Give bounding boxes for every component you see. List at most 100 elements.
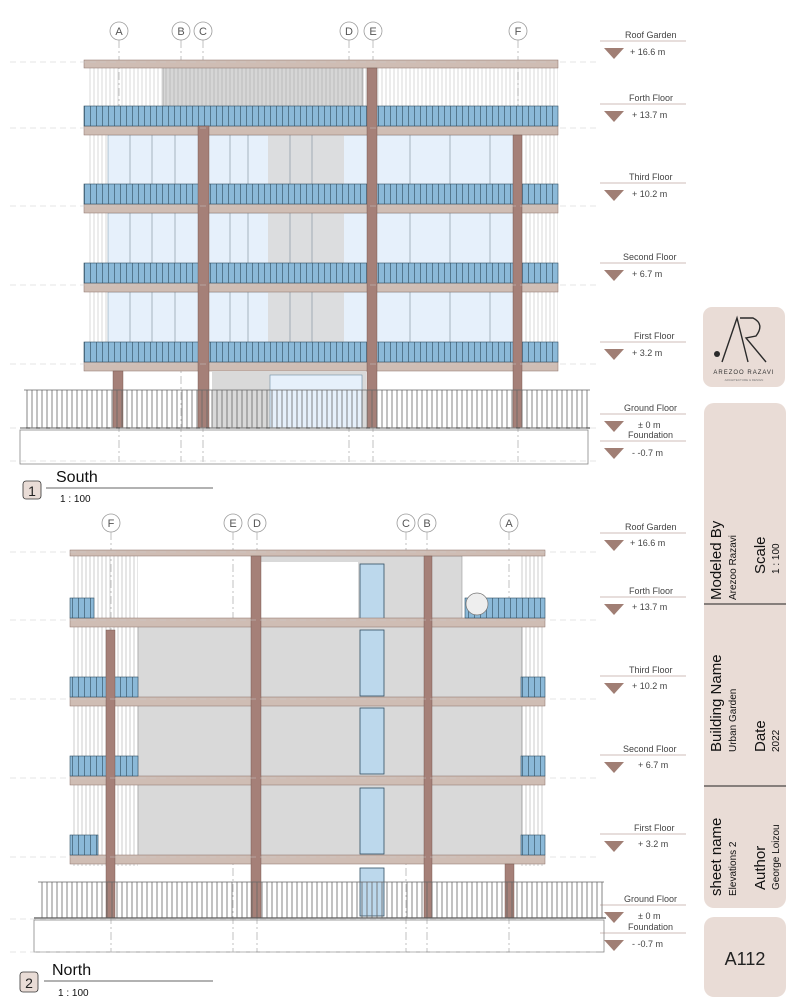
north-grid-bubble — [247, 513, 267, 533]
level-name: Roof Garden — [625, 522, 677, 532]
north-water-tank — [465, 592, 489, 616]
grid-label: B — [423, 518, 430, 530]
north-grid-bubbles — [101, 513, 519, 533]
level-marker — [604, 349, 624, 360]
level-value: + 13.7 m — [632, 602, 667, 612]
south-level-lead-lines — [600, 40, 686, 442]
author-value: George Loizou — [771, 824, 782, 890]
grid-label: E — [229, 518, 236, 530]
logo-text: AREZOO RAZAVI — [713, 370, 774, 376]
level-value: + 6.7 m — [638, 760, 668, 770]
building-name-value: Urban Garden — [728, 689, 739, 752]
north-wall — [137, 619, 523, 861]
date-label: Date — [752, 720, 769, 752]
sheet-number: A112 — [725, 949, 766, 969]
level-name: Second Floor — [623, 744, 677, 754]
logo-dot-icon — [714, 351, 720, 357]
modeled-by-value: Arezoo Razavi — [728, 535, 739, 600]
view-scale: 1 : 100 — [60, 494, 91, 505]
level-marker — [604, 190, 624, 201]
south-fence — [24, 390, 590, 428]
level-value: + 10.2 m — [632, 189, 667, 199]
north-grid-bubble — [417, 513, 437, 533]
view-scale: 1 : 100 — [58, 988, 89, 999]
date-value: 2022 — [771, 729, 782, 752]
author-label: Author — [752, 846, 769, 890]
logo-tagline: ARCHITECTURE & DESIGN — [725, 378, 764, 382]
south-grid-bubbles — [109, 21, 528, 41]
level-name: Foundation — [628, 922, 673, 932]
level-name: Forth Floor — [629, 93, 673, 103]
level-name: Second Floor — [623, 252, 677, 262]
level-value: ± 0 m — [638, 911, 660, 921]
south-window-mullions — [129, 135, 491, 344]
view-title-north: 2 North 1 : 100 — [19, 962, 213, 999]
level-name: Third Floor — [629, 172, 673, 182]
view-number: 1 — [28, 483, 36, 499]
north-level-markers — [604, 540, 624, 951]
level-marker — [604, 48, 624, 59]
level-marker — [604, 940, 624, 951]
sheet-number-panel — [704, 917, 786, 997]
view-title: South — [56, 469, 98, 486]
level-value: + 10.2 m — [632, 681, 667, 691]
level-marker — [604, 912, 624, 923]
south-grid-bubble — [339, 21, 359, 41]
info-panel — [704, 403, 786, 908]
title-block: AREZOO RAZAVI ARCHITECTURE & DESIGN Mode… — [703, 307, 786, 997]
south-grid-bubble — [508, 21, 528, 41]
grid-label: E — [369, 26, 376, 38]
north-grid-bubble — [223, 513, 243, 533]
grid-label: D — [345, 26, 353, 38]
south-wall-panel — [268, 135, 344, 344]
sheet-name-label: sheet name — [708, 818, 725, 896]
level-marker — [604, 604, 624, 615]
logo-mark-icon — [721, 315, 767, 363]
north-rooftop-opening — [258, 562, 358, 618]
level-name: Third Floor — [629, 665, 673, 675]
north-level-lead-lines — [600, 532, 686, 934]
grid-label: F — [108, 518, 115, 530]
level-name: Foundation — [628, 430, 673, 440]
north-balcony-glass — [69, 597, 546, 856]
south-foundation — [19, 429, 589, 465]
level-marker — [604, 762, 624, 773]
grid-label: A — [115, 26, 123, 38]
south-grid-bubble — [171, 21, 191, 41]
south-grid-bubble — [363, 21, 383, 41]
level-value: + 13.7 m — [632, 110, 667, 120]
level-value: + 16.6 m — [630, 538, 665, 548]
north-grid-bubble — [499, 513, 519, 533]
level-marker — [604, 270, 624, 281]
north-fence — [38, 882, 604, 918]
south-level-lines — [10, 61, 600, 462]
view-number: 2 — [25, 975, 33, 991]
level-value: ± 0 m — [638, 420, 660, 430]
level-value: + 3.2 m — [638, 839, 668, 849]
south-elevation: A B C D E F — [19, 21, 590, 465]
building-name-label: Building Name — [708, 654, 725, 752]
level-marker — [604, 421, 624, 432]
level-name: First Floor — [634, 331, 675, 341]
level-marker — [604, 841, 624, 852]
view-title-south: 1 South 1 : 100 — [22, 469, 213, 505]
south-grid-bubble — [193, 21, 213, 41]
level-name: Roof Garden — [625, 30, 677, 40]
level-value: - -0.7 m — [632, 448, 663, 458]
north-grid-bubble — [396, 513, 416, 533]
level-name: Ground Floor — [624, 403, 677, 413]
level-marker — [604, 683, 624, 694]
level-name: First Floor — [634, 823, 675, 833]
south-grid-bubble — [109, 21, 129, 41]
level-name: Forth Floor — [629, 586, 673, 596]
north-grid-bubble — [101, 513, 121, 533]
grid-label: D — [253, 518, 261, 530]
north-elevation: F E D C B A — [33, 513, 606, 953]
north-foundation — [33, 919, 605, 953]
grid-label: C — [402, 518, 410, 530]
sheet-name-value: Elevations 2 — [728, 841, 739, 896]
grid-label: C — [199, 26, 207, 38]
scale-label: Scale — [752, 536, 769, 574]
grid-label: F — [515, 26, 522, 38]
